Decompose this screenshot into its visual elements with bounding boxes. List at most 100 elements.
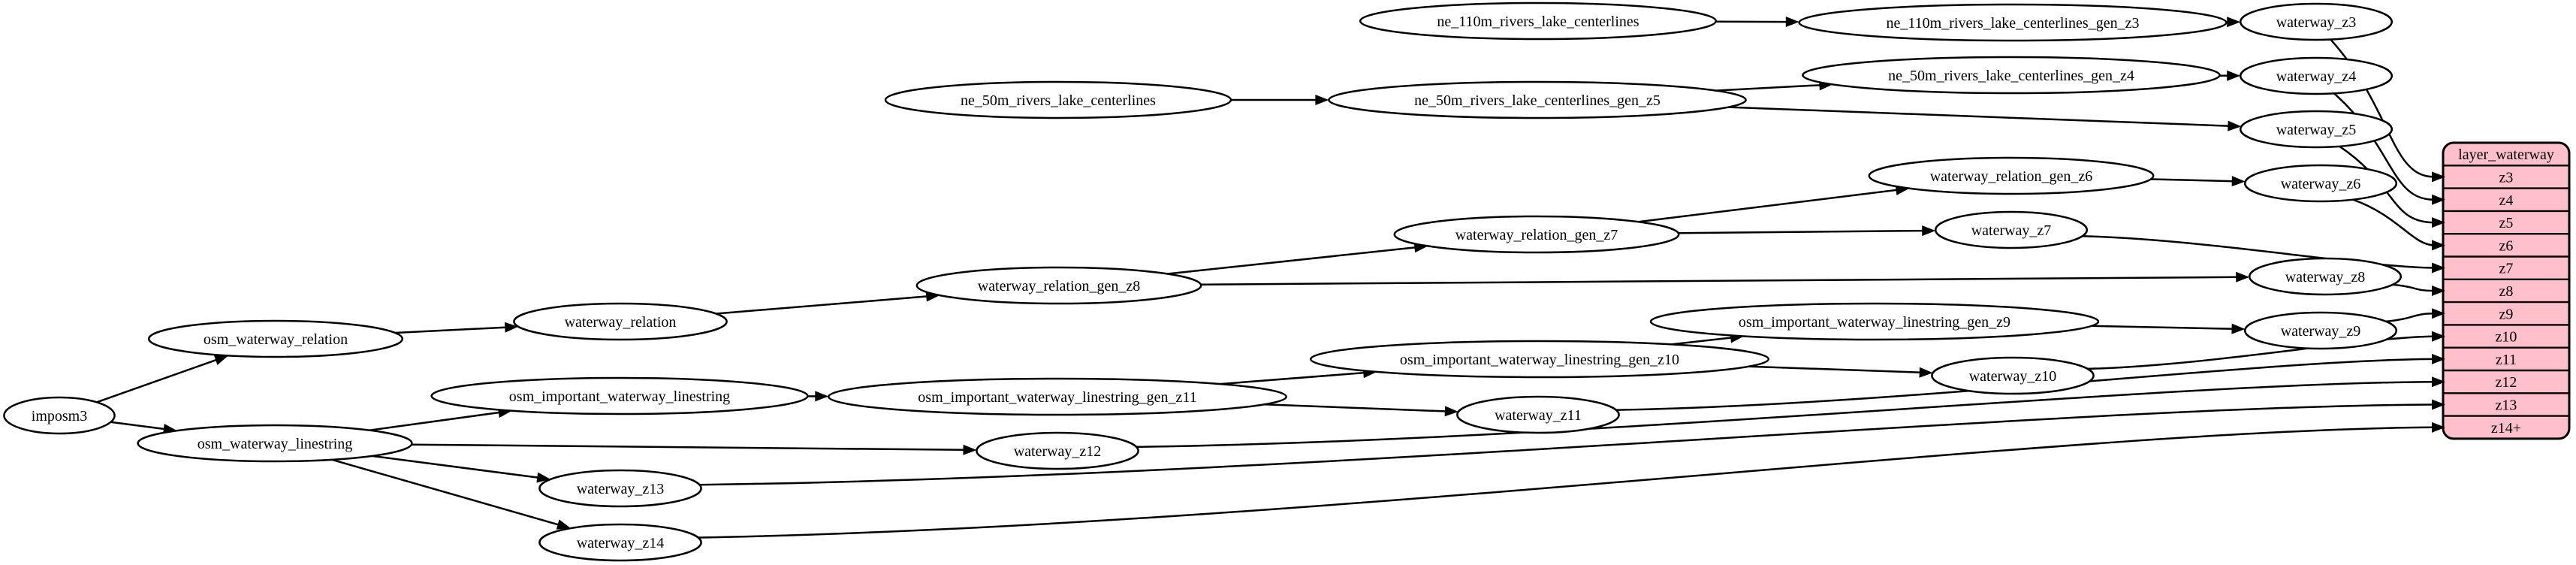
arrowhead-waterway_z7-to-row-z7	[2431, 262, 2445, 273]
arrowhead-waterway_relation_gen_z8-to-waterway_z8	[2236, 271, 2250, 282]
arrowhead-waterway_relation_gen_z7-to-waterway_z7	[1922, 225, 1936, 237]
arrowhead-waterway_relation_gen_z6-to-waterway_z6	[2231, 176, 2246, 187]
node-osm_waterway_relation: osm_waterway_relation	[147, 319, 404, 358]
edge-osm_waterway_linestring-to-waterway_z12	[411, 443, 966, 452]
node-ellipse-waterway_z4	[2239, 56, 2394, 95]
node-ne_50m_rivers_lake_centerlines_gen_z5: ne_50m_rivers_lake_centerlines_gen_z5	[1328, 80, 1747, 119]
node-osm_important_waterway_linestring_gen_z11: osm_important_waterway_linestring_gen_z1…	[827, 377, 1288, 416]
arrowhead-waterway_z3-to-row-z3	[2432, 171, 2445, 183]
node-label-ne_50m_rivers_lake_centerlines_gen_z4: ne_50m_rivers_lake_centerlines_gen_z4	[1888, 68, 2134, 84]
edge-waterway_relation-to-waterway_relation_gen_z8	[716, 295, 929, 315]
node-waterway_z10: waterway_z10	[1931, 356, 2095, 395]
node-label-waterway_relation_gen_z6: waterway_relation_gen_z6	[1930, 168, 2093, 185]
node-osm_important_waterway_linestring_gen_z9: osm_important_waterway_linestring_gen_z9	[1649, 302, 2100, 341]
node-label-waterway_z9: waterway_z9	[2281, 323, 2361, 340]
node-waterway_z13: waterway_z13	[538, 469, 702, 508]
node-ne_50m_rivers_lake_centerlines: ne_50m_rivers_lake_centerlines	[884, 80, 1232, 119]
table-row-z7: z7	[2499, 261, 2514, 277]
edge-waterway_z8-to-row-z8	[2392, 283, 2435, 292]
node-ellipse-waterway_z7	[1934, 210, 2089, 249]
arrowhead-waterway_z10-to-row-z10	[2431, 331, 2445, 342]
node-ellipse-waterway_relation_gen_z6	[1868, 156, 2155, 195]
arrowhead-osm_waterway_linestring-to-waterway_z12	[963, 444, 977, 455]
edge-waterway_relation_gen_z6-to-waterway_z6	[2150, 178, 2234, 183]
edge-waterway_z12-to-row-z12	[1136, 380, 2435, 449]
node-label-waterway_relation_gen_z8: waterway_relation_gen_z8	[978, 278, 1141, 295]
node-waterway_z11: waterway_z11	[1456, 395, 1620, 434]
edge-osm_waterway_linestring-to-osm_important_waterway_linestring	[370, 411, 501, 431]
edge-waterway_relation_gen_z7-to-waterway_z7	[1678, 229, 1925, 234]
node-osm_important_waterway_linestring: osm_important_waterway_linestring	[430, 376, 809, 415]
node-ellipse-waterway_z12	[976, 431, 1139, 470]
node-label-osm_important_waterway_linestring_gen_z11: osm_important_waterway_linestring_gen_z1…	[918, 389, 1196, 406]
node-waterway_relation_gen_z8: waterway_relation_gen_z8	[915, 266, 1202, 305]
table-header-label: layer_waterway	[2458, 147, 2554, 163]
node-waterway_z6: waterway_z6	[2243, 164, 2398, 203]
arrowhead-ne_50m_rivers_lake_centerlines_gen_z5-to-waterway_z5	[2228, 120, 2242, 131]
table-row-z10: z10	[2496, 329, 2517, 346]
edge-waterway_z6-to-row-z6	[2352, 198, 2435, 246]
table-row-z6: z6	[2499, 237, 2514, 254]
node-ellipse-osm_important_waterway_linestring_gen_z9	[1649, 302, 2100, 341]
node-waterway_relation_gen_z6: waterway_relation_gen_z6	[1868, 156, 2155, 195]
node-ellipse-waterway_z14	[538, 523, 702, 562]
edge-osm_waterway_linestring-to-waterway_z14	[331, 458, 560, 527]
node-label-waterway_z12: waterway_z12	[1014, 443, 1102, 460]
edge-waterway_relation_gen_z8-to-waterway_z8	[1200, 276, 2239, 286]
node-ellipse-waterway_z11	[1456, 395, 1620, 434]
node-label-imposm3: imposm3	[32, 408, 87, 425]
node-ellipse-waterway_z3	[2239, 2, 2394, 41]
node-ellipse-waterway_z5	[2239, 110, 2394, 149]
node-ellipse-waterway_relation	[513, 302, 728, 341]
table-row-z8: z8	[2499, 283, 2514, 300]
node-label-waterway_z14: waterway_z14	[577, 535, 665, 551]
node-ellipse-waterway_relation_gen_z7	[1393, 215, 1680, 254]
arrowhead-ne_110m_rivers_lake_centerlines-to-ne_110m_rivers_lake_centerlines_gen_z3	[1785, 17, 1799, 27]
node-label-waterway_z10: waterway_z10	[1969, 368, 2057, 385]
node-waterway_z9: waterway_z9	[2243, 311, 2398, 350]
node-label-osm_important_waterway_linestring_gen_z10: osm_important_waterway_linestring_gen_z1…	[1400, 352, 1679, 368]
node-label-waterway_z4: waterway_z4	[2276, 68, 2357, 85]
arrowhead-waterway_z14-to-row-z14+	[2432, 421, 2445, 433]
edge-waterway_z10-to-row-z10	[2087, 335, 2435, 370]
edge-osm_waterway_linestring-to-waterway_z13	[372, 455, 540, 479]
table-row-z13: z13	[2496, 397, 2517, 413]
node-label-waterway_relation: waterway_relation	[565, 314, 677, 331]
node-label-ne_110m_rivers_lake_centerlines: ne_110m_rivers_lake_centerlines	[1437, 14, 1639, 30]
node-label-osm_important_waterway_linestring: osm_important_waterway_linestring	[509, 388, 730, 405]
node-ne_110m_rivers_lake_centerlines: ne_110m_rivers_lake_centerlines	[1359, 2, 1718, 41]
edge-osm_important_waterway_linestring_gen_z11-to-osm_important_waterway_linestring_gen_z10	[1220, 371, 1366, 385]
node-waterway_z8: waterway_z8	[2248, 257, 2403, 296]
node-ellipse-ne_50m_rivers_lake_centerlines	[884, 80, 1232, 119]
node-ellipse-osm_waterway_relation	[147, 319, 404, 358]
arrowhead-waterway_z5-to-row-z5	[2432, 217, 2445, 228]
edge-osm_important_waterway_linestring_gen_z10-to-osm_important_waterway_linestring_gen_z9	[1671, 336, 1733, 346]
arrowhead-osm_waterway_relation-to-waterway_relation	[504, 322, 519, 333]
arrowhead-waterway_z4-to-row-z4	[2432, 194, 2445, 205]
node-ellipse-waterway_z10	[1931, 356, 2095, 395]
node-ellipse-osm_important_waterway_linestring_gen_z11	[827, 377, 1288, 416]
edge-waterway_z9-to-row-z9	[2385, 313, 2435, 323]
arrowhead-osm_important_waterway_linestring_gen_z11-to-waterway_z11	[1444, 406, 1458, 417]
edge-waterway_z13-to-row-z13	[699, 403, 2435, 486]
node-ellipse-osm_important_waterway_linestring	[430, 376, 809, 415]
edge-imposm3-to-osm_waterway_relation	[96, 358, 219, 403]
edge-waterway_z7-to-row-z7	[2082, 235, 2435, 269]
arrowhead-waterway_z8-to-row-z8	[2432, 286, 2445, 296]
arrowhead-ne_50m_rivers_lake_centerlines_gen_z4-to-waterway_z4	[2227, 70, 2241, 81]
arrowhead-osm_important_waterway_linestring_gen_z9-to-waterway_z9	[2231, 323, 2246, 334]
arrowhead-waterway_z13-to-row-z13	[2432, 399, 2445, 410]
arrowhead-osm_important_waterway_linestring_gen_z10-to-waterway_z10	[1919, 367, 1933, 378]
arrowhead-osm_important_waterway_linestring-to-osm_important_waterway_linestring_gen_z11	[815, 391, 829, 402]
table-row-z12: z12	[2496, 374, 2517, 391]
table-layer_waterway: layer_waterwayz3z4z5z6z7z8z9z10z11z12z13…	[2442, 141, 2571, 440]
node-ellipse-ne_50m_rivers_lake_centerlines_gen_z4	[1802, 56, 2221, 95]
node-ellipse-waterway_z9	[2243, 311, 2398, 350]
node-ellipse-ne_110m_rivers_lake_centerlines_gen_z3	[1798, 3, 2228, 42]
node-ellipse-waterway_z6	[2243, 164, 2398, 203]
arrowhead-waterway_z12-to-row-z12	[2432, 376, 2445, 388]
arrowhead-ne_50m_rivers_lake_centerlines-to-ne_50m_rivers_lake_centerlines_gen_z5	[1315, 95, 1329, 105]
node-label-ne_110m_rivers_lake_centerlines_gen_z3: ne_110m_rivers_lake_centerlines_gen_z3	[1887, 15, 2140, 32]
node-label-waterway_z3: waterway_z3	[2276, 14, 2357, 31]
node-waterway_z3: waterway_z3	[2239, 2, 2394, 41]
